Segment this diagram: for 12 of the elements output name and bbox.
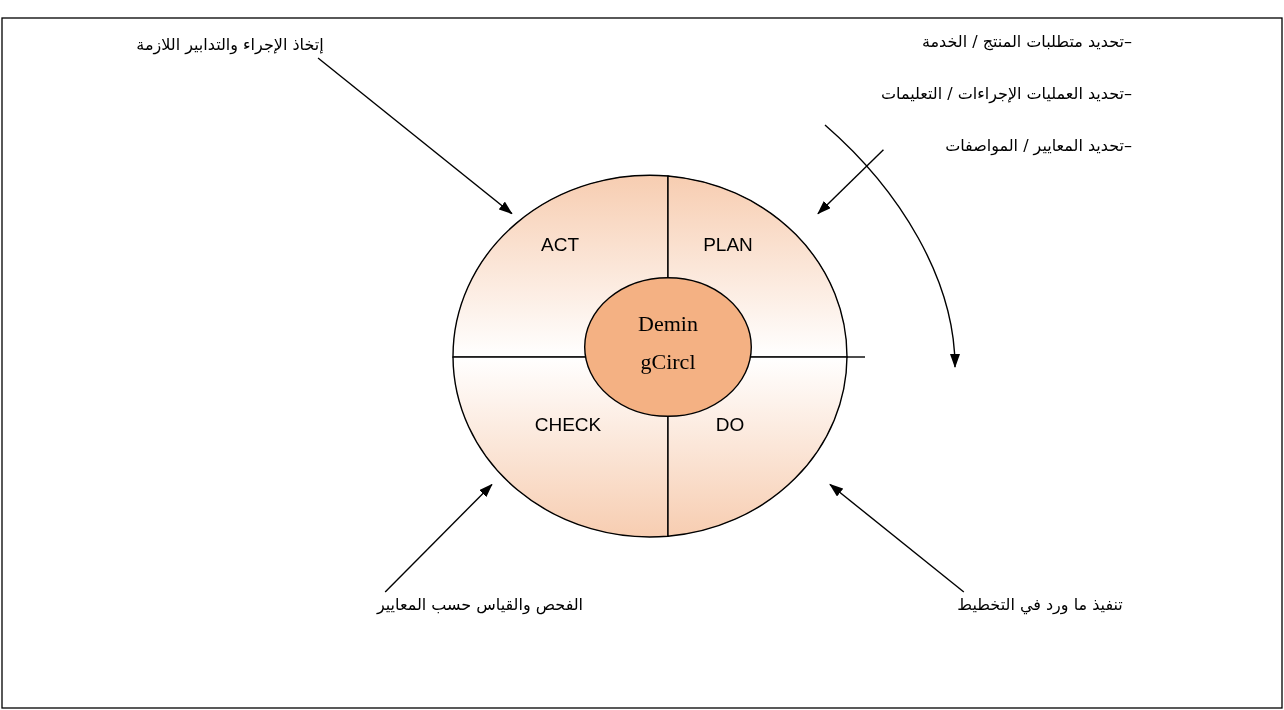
center-ellipse: Demin gCircl xyxy=(584,277,752,417)
arrow xyxy=(317,57,513,215)
annotation-text: –تحديد العمليات الإجراءات / التعليمات xyxy=(880,84,1132,104)
annotation-text: الفحص والقياس حسب المعايير xyxy=(376,595,584,615)
cycle-circle xyxy=(453,175,847,537)
arrow xyxy=(817,149,885,215)
annotation-text: إتخاذ الإجراء والتدابير اللازمة xyxy=(136,35,324,55)
arrow xyxy=(829,483,965,593)
annotation-text: –تحديد متطلبات المنتج / الخدمة xyxy=(920,32,1132,52)
annotation-text: تنفيذ ما ورد في التخطيط xyxy=(957,595,1123,615)
arrow xyxy=(384,483,493,593)
annotation-text: –تحديد المعايير / المواصفات xyxy=(944,136,1132,156)
